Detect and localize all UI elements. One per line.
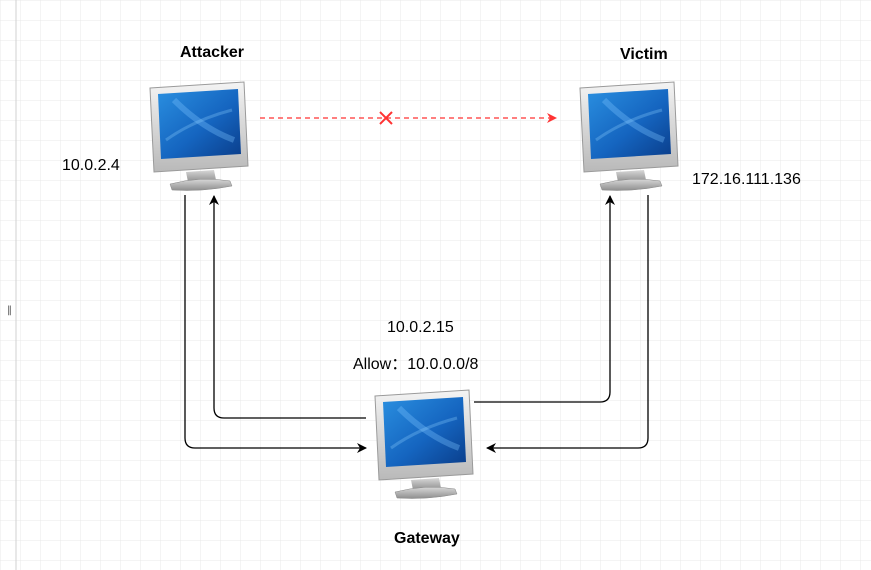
- link-attacker-to-gateway[interactable]: [184, 195, 367, 453]
- link-gateway-to-victim[interactable]: [474, 195, 615, 403]
- victim-title: Victim: [620, 46, 668, 63]
- attacker-ip: 10.0.2.4: [62, 157, 120, 174]
- blocked-x-mark-icon: [379, 111, 393, 125]
- drag-handle-icon[interactable]: ‖: [7, 305, 12, 316]
- link-victim-to-gateway[interactable]: [486, 195, 649, 453]
- attacker-title: Attacker: [180, 44, 245, 61]
- link-gateway-to-attacker[interactable]: [209, 195, 366, 419]
- gateway-allow-rule: Allow：10.0.0.0/8: [353, 356, 479, 373]
- gateway-ip: 10.0.2.15: [387, 319, 454, 336]
- gateway-title: Gateway: [394, 530, 460, 547]
- victim-ip: 172.16.111.136: [692, 171, 801, 188]
